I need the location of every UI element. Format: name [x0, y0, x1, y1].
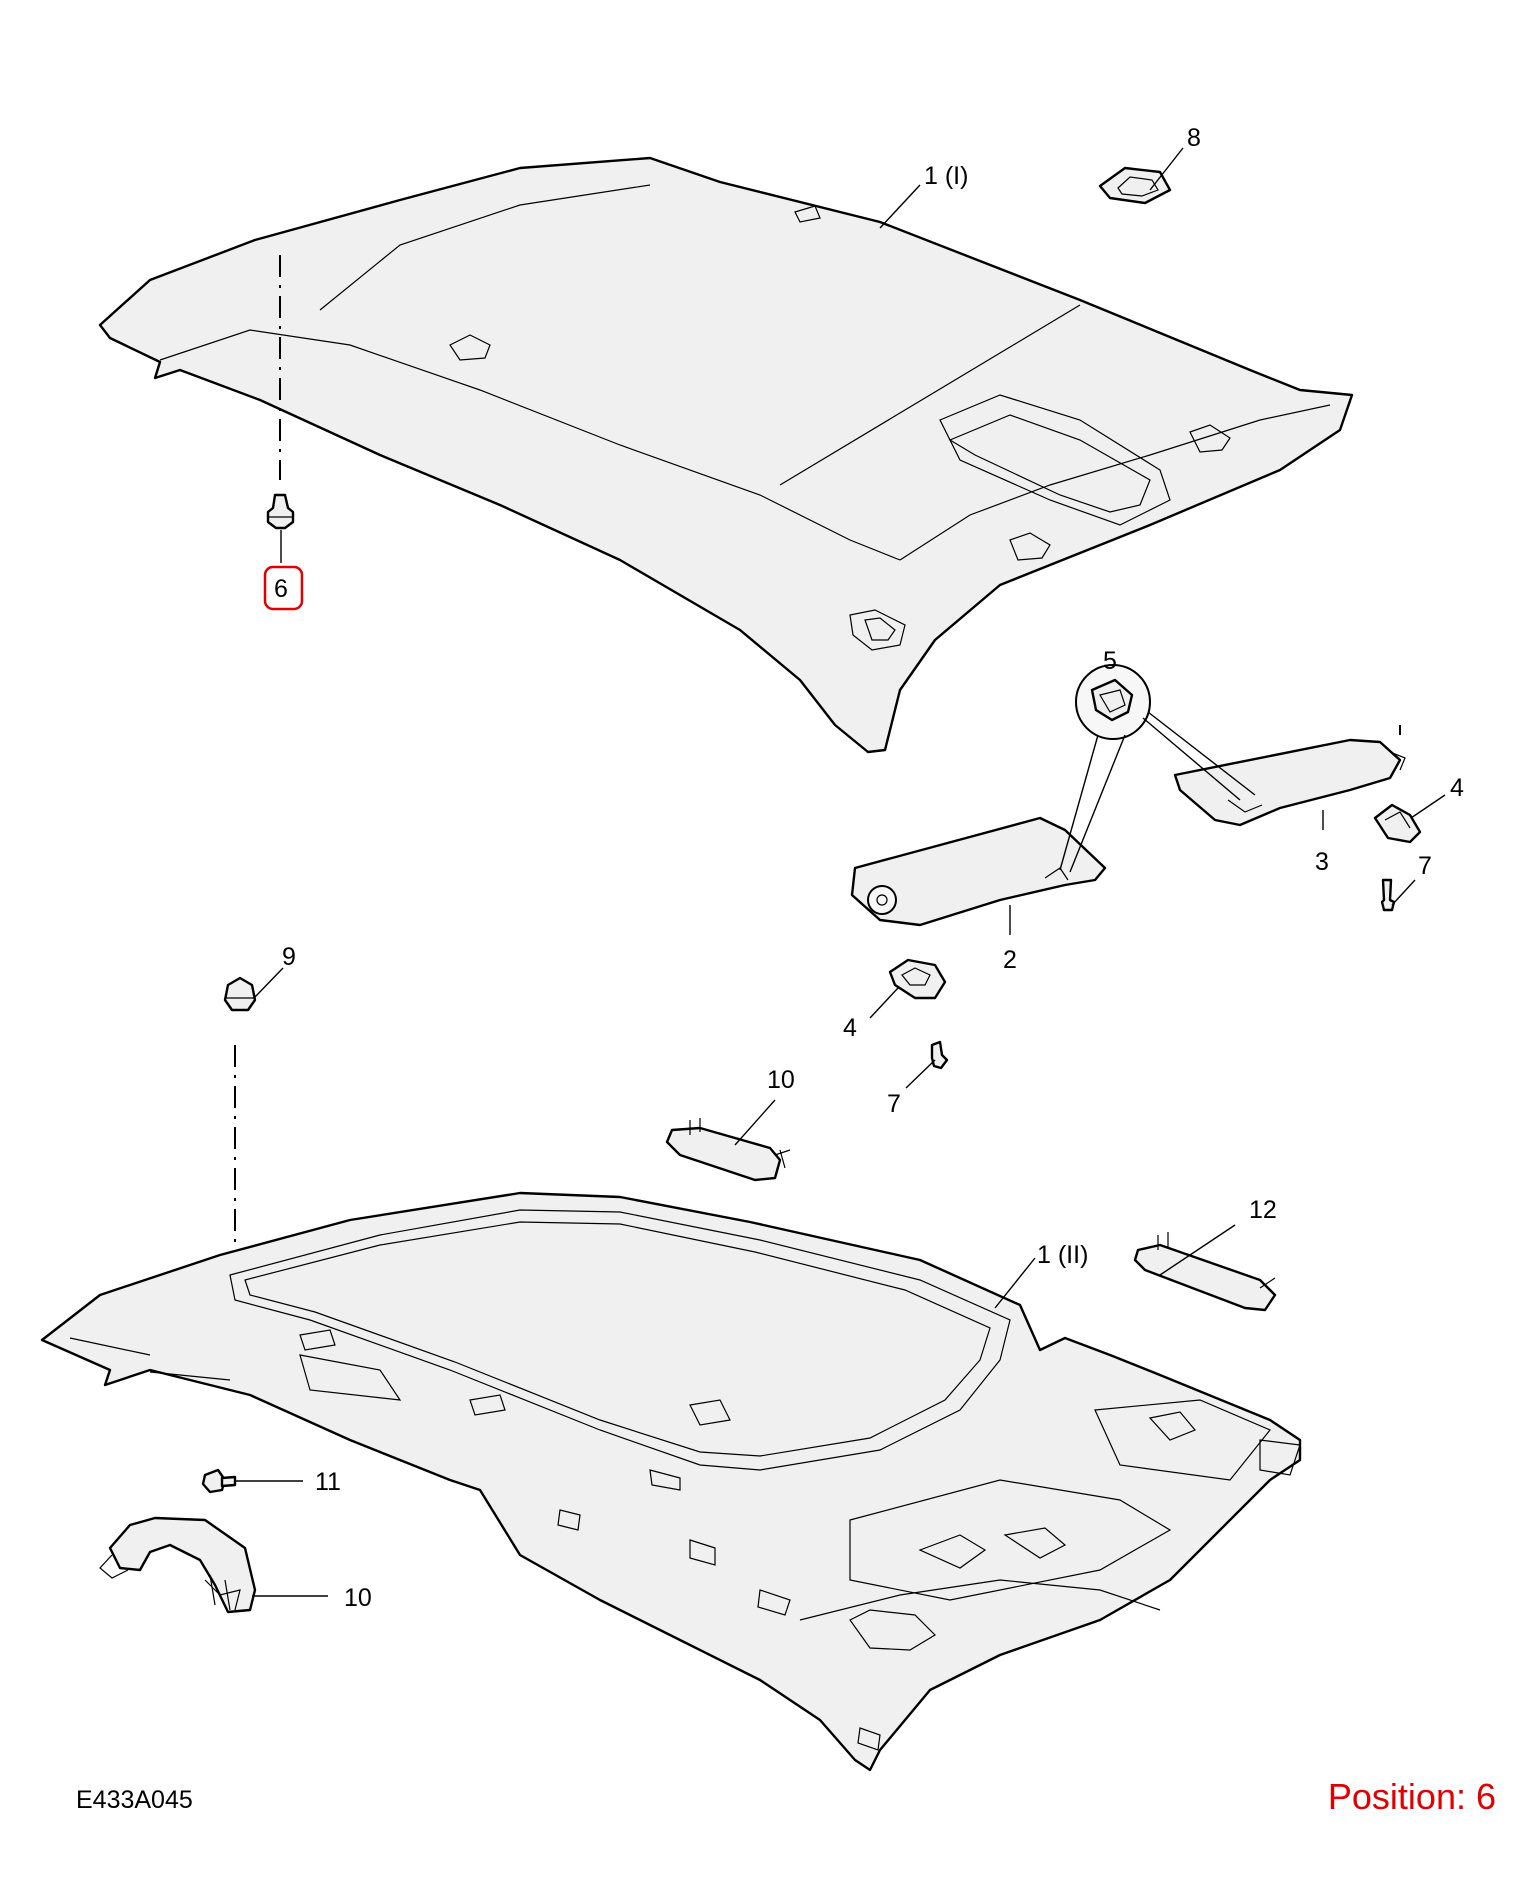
callout-7-right: 7 [1418, 852, 1432, 880]
part-4-right [1373, 803, 1422, 844]
headliner-lower [40, 1191, 1302, 1772]
part-6-clip [266, 493, 295, 530]
callout-4-left: 4 [843, 1014, 857, 1042]
position-indicator: Position: 6 [1327, 1776, 1496, 1817]
callout-1-upper: 1 (I) [924, 162, 968, 190]
callout-7-left: 7 [887, 1090, 901, 1118]
sun-visor-left [850, 816, 1107, 927]
callout-10-upper: 10 [767, 1066, 795, 1094]
headliner-upper [98, 156, 1354, 754]
callout-12: 12 [1249, 1196, 1277, 1224]
grab-handle-lower [99, 1516, 257, 1614]
grab-handle-upper [665, 1118, 791, 1182]
part-5-detail [1059, 664, 1256, 873]
callout-5: 5 [1103, 647, 1117, 675]
callout-8: 8 [1187, 124, 1201, 152]
callout-1-lower: 1 (II) [1037, 1241, 1088, 1269]
callout-9: 9 [282, 943, 296, 971]
part-7-left [930, 1040, 949, 1070]
callout-11: 11 [315, 1468, 341, 1496]
part-7-right [1380, 878, 1396, 912]
part-11-screw [201, 1468, 237, 1494]
callout-labels: 1 (I) 8 6 5 4 3 7 2 9 4 10 7 12 1 (II) 1… [274, 124, 1464, 1612]
callout-2: 2 [1003, 946, 1017, 974]
diagram-reference-code: E433A045 [76, 1786, 193, 1814]
callout-4-right: 4 [1450, 774, 1464, 802]
sun-visor-right [1173, 738, 1406, 827]
highlight-box-part-6 [263, 565, 304, 611]
grab-handle-part-12 [1133, 1232, 1277, 1312]
callout-3: 3 [1315, 848, 1329, 876]
part-9-clip [223, 976, 257, 1012]
leader-lines [235, 147, 1446, 1597]
part-8-clip [1098, 166, 1172, 205]
callout-6: 6 [274, 575, 288, 603]
callout-10-lower: 10 [344, 1584, 372, 1612]
part-4-left [888, 958, 947, 1000]
